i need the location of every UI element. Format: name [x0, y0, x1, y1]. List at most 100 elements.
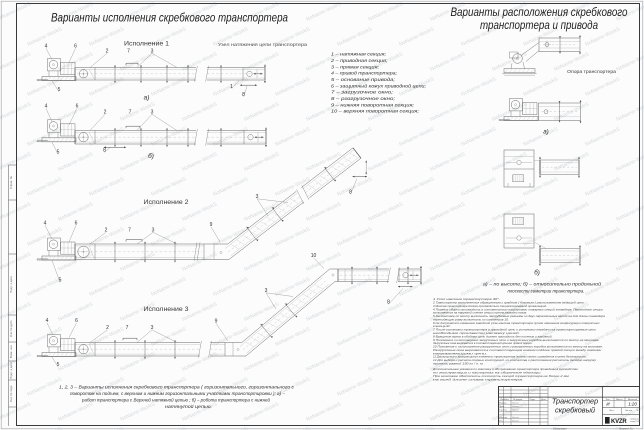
svg-text:9 – нижняя поворотная секция;: 9 – нижняя поворотная секция; — [331, 102, 415, 108]
svg-text:б): б) — [534, 270, 540, 277]
svg-text:работ транспортера с Верхней н: работ транспортера с Верхней натяжной це… — [81, 397, 270, 404]
svg-text:б): б) — [148, 152, 154, 160]
svg-text:8: 8 — [103, 147, 106, 153]
svg-text:6 Не допускается изменение за: 6 Не допускается изменение заводской узл… — [433, 321, 600, 325]
svg-text:Листов: Листов — [625, 410, 633, 412]
svg-text:8 – разгрузочное окно;: 8 – разгрузочное окно; — [331, 96, 396, 102]
svg-text:натянутой цепью.: натянутой цепью. — [165, 403, 212, 410]
svg-text:1 Угол наклона транспортера: 1 Угол наклона транспортера 30°. — [433, 297, 500, 301]
svg-text:5: 5 — [57, 362, 60, 368]
svg-text:6: 6 — [74, 43, 77, 49]
svg-text:5 – основание привода;: 5 – основание привода; — [331, 77, 396, 83]
svg-text:4: 4 — [44, 220, 47, 226]
svg-text:1: 1 — [230, 84, 233, 90]
svg-text:10 Положения и изготовление р: 10 Положения и изготовление разгрузочных… — [433, 345, 603, 349]
svg-text:3: 3 — [152, 227, 155, 233]
svg-text:а) – по высоте; б) – относите: а) – по высоте; б) – относительно продол… — [483, 282, 602, 287]
svg-text:3: 3 — [265, 288, 268, 294]
svg-text:Иванов: Иванов — [512, 410, 519, 412]
svg-text:4: 4 — [45, 103, 48, 109]
svg-text:9: 9 — [215, 318, 218, 324]
svg-text:плоскости симетрии транспортер: плоскости симетрии транспортера. — [508, 289, 585, 294]
svg-text:Транспортер: Транспортер — [552, 397, 598, 406]
svg-text:KVZR: KVZR — [611, 419, 627, 425]
svg-text:1:20: 1:20 — [628, 401, 637, 406]
svg-text:переходящую раму выполнить из: переходящую раму выполнить из швеллеров … — [433, 318, 509, 322]
svg-text:необходимо произвести натяжку: необходимо произвести натяжку цепей. — [433, 331, 520, 335]
svg-text:10: 10 — [311, 253, 317, 259]
svg-text:3 – прямая секция;: 3 – прямая секция; — [331, 64, 380, 70]
svg-text:Разраб.: Разраб. — [499, 403, 507, 405]
svg-text:выполняются на наружной стенке: выполняются на наружной стенке секции пу… — [433, 311, 527, 315]
svg-text:Дата: Дата — [541, 399, 547, 401]
svg-text:8: 8 — [387, 299, 390, 305]
svg-text:10 – верхняя поворотная секци: 10 – верхняя поворотная секция; — [331, 109, 420, 115]
svg-text:7 – загрузочное окно;: 7 – загрузочное окно; — [331, 90, 394, 96]
svg-text:Дополнительные указания по мон: Дополнительные указания по монтажу и обс… — [432, 367, 578, 371]
svg-text:Подп.: Подп. — [530, 399, 536, 401]
svg-text:секций.: секций. — [433, 324, 451, 328]
svg-text:7 После установки транспортер: 7 После установки транспортера в приводн… — [433, 328, 596, 332]
svg-text:Варианты расположения скребков: Варианты расположения скребкового — [451, 5, 628, 19]
svg-text:6 – защитный кожух приводной: 6 – защитный кожух приводной цепи; — [331, 82, 427, 89]
svg-text:5: 5 — [58, 87, 61, 93]
svg-text:2: 2 — [104, 109, 107, 115]
svg-text:7: 7 — [129, 109, 132, 115]
svg-text:№ докум.: № докум. — [513, 398, 523, 401]
svg-text:Инв. № подл.: Инв. № подл. — [9, 385, 13, 403]
svg-text:2: 2 — [106, 325, 109, 331]
svg-text:9 Положения и изготовление за: 9 Положения и изготовление загрузочных о… — [433, 338, 600, 342]
svg-text:скребковый: скребковый — [555, 406, 595, 415]
svg-text:3: 3 — [151, 48, 154, 54]
svg-text:копровский: копровский — [630, 417, 640, 420]
svg-text:2 Транспортер выполняется обр: 2 Транспортер выполняется обращенным с к… — [432, 301, 585, 305]
svg-text:1, 2, 3 – Варианты исполнения: 1, 2, 3 – Варианты исполнения скребковог… — [59, 385, 295, 391]
svg-text:2: 2 — [105, 227, 108, 233]
svg-text:завод ГШО: завод ГШО — [630, 421, 640, 423]
svg-text:3: 3 — [151, 109, 154, 115]
svg-text:8 Вращение валов в обоймах це: 8 Вращение валов в обоймах цепи должно п… — [433, 334, 553, 338]
svg-text:6: 6 — [76, 103, 79, 109]
svg-text:Исполнение 1: Исполнение 1 — [124, 41, 170, 48]
svg-text:6: 6 — [75, 220, 78, 226]
svg-text:Утв.: Утв. — [499, 420, 504, 422]
svg-text:1: 1 — [636, 409, 638, 412]
svg-text:поворотом на подъем, с верхним: поворотом на подъем, с верхним и нижним … — [70, 391, 285, 397]
svg-text:по эксплуатации и паспортах на: по эксплуатации и паспортах на сборочные… — [433, 371, 542, 375]
svg-text:Изм: Изм — [501, 399, 506, 401]
svg-text:на всей длине става транспорте: на всей длине става транспортера. — [433, 378, 524, 382]
svg-text:Иванов: Иванов — [512, 417, 519, 419]
svg-text:Т.контр.: Т.контр. — [499, 410, 507, 412]
svg-text:Узел натяжения цепи транспорте: Узел натяжения цепи транспортера — [218, 42, 308, 47]
svg-text:Справ. №: Справ. № — [9, 176, 13, 189]
svg-text:2 – приводная секция;: 2 – приводная секция; — [330, 58, 388, 64]
svg-text:а): а) — [144, 95, 150, 102]
svg-text:Иванов: Иванов — [512, 420, 519, 422]
svg-text:11 Движущиеся и вращающиеся э: 11 Движущиеся и вращающиеся элементы тра… — [433, 355, 587, 359]
svg-text:4 – привод транспортера;: 4 – привод транспортера; — [331, 71, 398, 77]
svg-text:5: 5 — [57, 149, 60, 155]
svg-text:направляющими цепи.: направляющими цепи. — [433, 351, 488, 355]
svg-text:Подп. и дата: Подп. и дата — [9, 276, 13, 293]
svg-text:7: 7 — [126, 325, 129, 331]
svg-text:Исполнение 2: Исполнение 2 — [144, 199, 190, 206]
svg-text:Лист: Лист — [504, 399, 509, 401]
svg-text:9: 9 — [210, 222, 213, 228]
svg-text:6: 6 — [75, 318, 78, 324]
svg-text:2: 2 — [106, 48, 109, 54]
svg-text:Инв. № дубл.: Инв. № дубл. — [9, 320, 13, 338]
svg-text:3: 3 — [256, 194, 259, 200]
svg-text:1 – натяжная секция;: 1 – натяжная секция; — [331, 52, 387, 58]
svg-text:принять равной 150 кг / п. м.: принять равной 150 кг / п. м. — [433, 361, 484, 365]
svg-text:4: 4 — [45, 43, 48, 49]
svg-text:Загрузочные окна вырезаются в: Загрузочные окна вырезаются в соответств… — [433, 341, 533, 345]
svg-text:8: 8 — [242, 92, 245, 98]
svg-text:Исполнение 3: Исполнение 3 — [144, 306, 190, 313]
svg-text:3 Монтаж транспортера должен: 3 Монтаж транспортера должен производить… — [433, 304, 547, 308]
svg-text:Варианты исполнения скребковог: Варианты исполнения скребкового транспор… — [51, 10, 288, 24]
svg-text:При монтаже обеспечить сооснос: При монтаже обеспечить соосность секций … — [433, 374, 569, 378]
svg-text:Масштаб: Масштаб — [628, 399, 638, 401]
svg-text:3: 3 — [151, 325, 154, 331]
svg-text:12 Для выбора и расчета опорн: 12 Для выбора и расчета опорных конструк… — [433, 358, 596, 362]
svg-text:7: 7 — [127, 48, 130, 54]
